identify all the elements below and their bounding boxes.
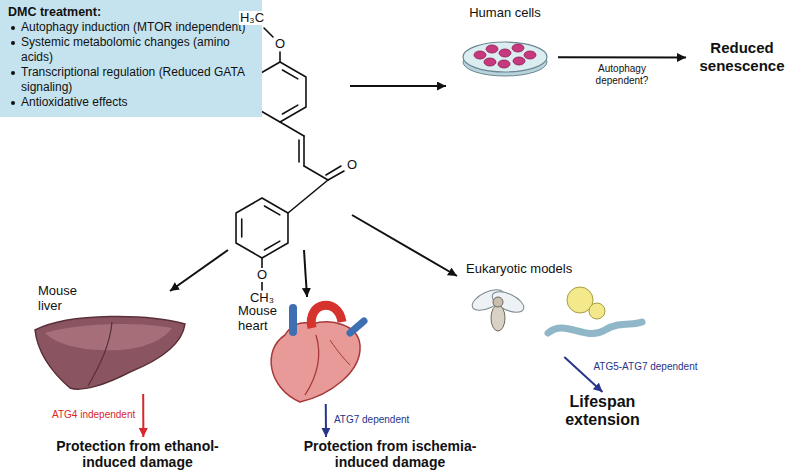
ring-double-bond xyxy=(264,241,279,250)
node-text: Mouse liver xyxy=(38,283,92,313)
arrow-connector xyxy=(142,394,144,437)
node-text: Eukaryotic models xyxy=(466,261,616,277)
cell-dish xyxy=(463,42,547,76)
box-heading: DMC treatment: xyxy=(8,5,254,20)
molecule-arrows xyxy=(170,86,457,297)
ring-double-bond xyxy=(282,105,297,114)
arrow-connector xyxy=(558,56,686,58)
model-label: Mouse liver xyxy=(28,282,188,394)
node-text: Protection from ethanol-induced damage xyxy=(40,438,235,470)
worm-icon xyxy=(548,322,642,333)
ring-double-bond xyxy=(241,219,243,237)
edge-label: ATG4 independent xyxy=(25,409,135,421)
yeast-icon xyxy=(567,287,605,319)
node-text: Protection from ischemia-induced damage xyxy=(290,438,490,470)
arrow-connector xyxy=(325,404,327,437)
model-label: Human cells xyxy=(452,4,558,80)
bullet-item: Autophagy induction (MTOR independent) xyxy=(8,20,254,35)
atom-label: O xyxy=(274,37,286,51)
summary-box: DMC treatment:Autophagy induction (MTOR … xyxy=(0,0,262,117)
edge-label: ATG5-ATG7 dependent xyxy=(593,361,713,373)
atom-label: CH₃ xyxy=(249,291,275,305)
bullet-item: Antioxidative effects xyxy=(8,95,254,110)
bullet-item: Transcriptional regulation (Reduced GATA… xyxy=(8,65,254,95)
node-text: Lifespan extension xyxy=(555,393,650,429)
model-label: Mouse heart xyxy=(236,302,368,404)
fly-icon xyxy=(469,286,527,331)
edge-label: Autophagy dependent? xyxy=(587,63,657,87)
node-text: Mouse heart xyxy=(238,303,288,333)
ring-double-bond xyxy=(282,70,297,79)
node-text: Human cells xyxy=(452,5,558,21)
liver-illustration xyxy=(35,316,185,389)
outcome-text: Lifespan extension xyxy=(555,392,650,431)
model-label: Eukaryotic models xyxy=(462,260,648,357)
benzene-ring xyxy=(236,198,288,258)
atom-label: H₃C xyxy=(239,11,265,25)
ring-double-bond xyxy=(264,206,279,215)
bullet-item: Systemic metabolomic changes (amino acid… xyxy=(8,35,254,65)
atom-label: O xyxy=(346,158,358,172)
outcome-text: Reduced senescence xyxy=(686,38,798,77)
atom-label: O xyxy=(256,268,268,282)
outcome-text: Protection from ischemia-induced damage xyxy=(290,437,490,472)
node-text: Reduced senescence xyxy=(686,39,798,75)
outcome-text: Protection from ethanol-induced damage xyxy=(40,437,235,472)
edge-label: ATG7 dependent xyxy=(334,414,434,426)
heart-illustration xyxy=(271,305,364,402)
